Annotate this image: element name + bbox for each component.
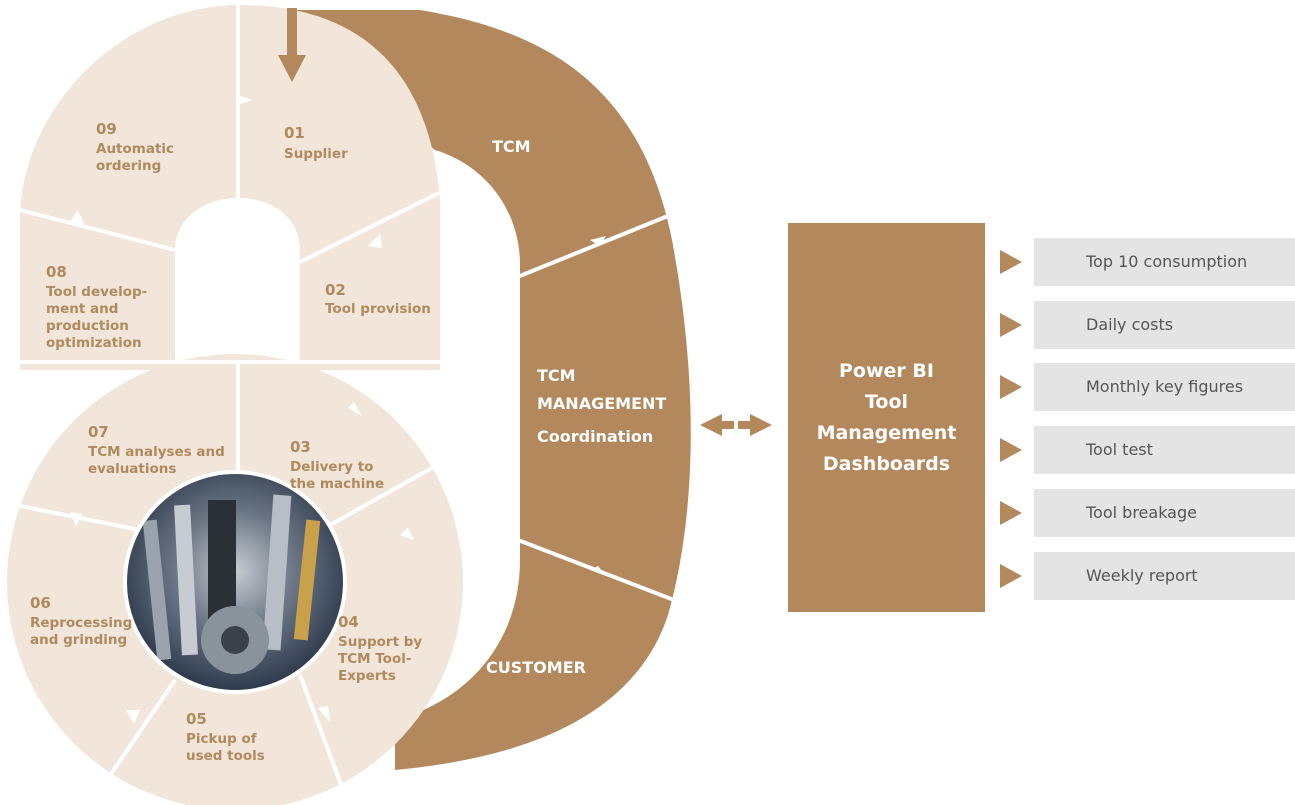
segment-08-label-line1: Tool develop-: [46, 284, 147, 300]
triangle-bullet-icon: [1000, 250, 1022, 274]
segment-01-label: Supplier: [284, 146, 348, 162]
powerbi-title-line4: Dashboards: [822, 452, 951, 475]
outer-label-management-line3: Coordination: [537, 427, 653, 446]
outer-track: [240, 10, 691, 770]
dashboard-label: Top 10 consumption: [1034, 238, 1295, 286]
entry-arrow-shaft: [287, 8, 297, 60]
flow-arrow: [400, 528, 414, 540]
segment-05-number: 05: [186, 710, 207, 728]
segment-07-label-line1: TCM analyses and: [88, 444, 225, 460]
inner-divider: [298, 674, 347, 796]
dashboard-item-monthly-key-figures: Monthly key figures: [1000, 363, 1295, 411]
segment-08-label-line2: ment and: [46, 301, 118, 317]
entry-arrow-head: [278, 55, 306, 82]
segment-08-label-line3: production: [46, 318, 129, 334]
inner-divider: [299, 188, 446, 264]
segment-07-label-line2: evaluations: [88, 461, 176, 477]
inner-divider: [329, 453, 456, 527]
segment-08-number: 08: [46, 263, 67, 281]
dashboard-label: Weekly report: [1034, 552, 1295, 600]
flow-arrow: [318, 706, 330, 722]
center-tool-photo: [123, 470, 347, 694]
outer-label-management-line2: MANAGEMENT: [537, 394, 666, 413]
segment-06-label-line2: and grinding: [30, 632, 127, 648]
flow-arrow: [238, 95, 252, 105]
segment-06-number: 06: [30, 594, 51, 612]
segment-04-number: 04: [338, 613, 359, 631]
inner-divider: [19, 208, 176, 252]
outer-flow-arrow: [590, 566, 606, 576]
segment-07-number: 07: [88, 423, 109, 441]
outer-divider: [509, 203, 696, 282]
segment-04-label-line2: TCM Tool-: [338, 651, 411, 667]
outer-label-management-line1: TCM: [537, 366, 576, 385]
dashboard-label: Tool test: [1034, 426, 1295, 474]
powerbi-title-line2: Tool: [864, 390, 909, 413]
flow-arrow: [368, 234, 382, 248]
inner-divider: [98, 678, 177, 792]
dashboard-label: Tool breakage: [1034, 489, 1295, 537]
segment-09-number: 09: [96, 120, 117, 138]
segment-05-label-line1: Pickup of: [186, 731, 257, 747]
segment-03-label-line2: the machine: [290, 476, 384, 492]
outer-label-tcm: TCM: [492, 137, 531, 156]
segment-04-label-line3: Experts: [338, 668, 396, 684]
segment-03-label-line1: Delivery to: [290, 459, 373, 475]
triangle-bullet-icon: [1000, 438, 1022, 462]
segment-02-label: Tool provision: [325, 301, 431, 317]
flow-arrow: [348, 402, 362, 416]
dashboard-item-tool-breakage: Tool breakage: [1000, 489, 1295, 537]
segment-02-number: 02: [325, 281, 346, 299]
dashboard-item-tool-test: Tool test: [1000, 426, 1295, 474]
flow-arrow: [90, 372, 106, 386]
outer-label-customer: CUSTOMER: [486, 658, 586, 677]
triangle-bullet-icon: [1000, 375, 1022, 399]
triangle-bullet-icon: [1000, 501, 1022, 525]
powerbi-title-line3: Management: [816, 421, 957, 444]
dashboard-item-top10: Top 10 consumption: [1000, 238, 1295, 286]
flow-arrow: [126, 710, 140, 724]
segment-08-label-line4: optimization: [46, 335, 142, 351]
outer-flow-arrow: [590, 236, 606, 246]
outer-divider: [517, 538, 701, 612]
segment-03-number: 03: [290, 438, 311, 456]
dashboard-label: Monthly key figures: [1034, 363, 1295, 411]
powerbi-title-line1: Power BI: [839, 359, 934, 382]
dashboard-label: Daily costs: [1034, 301, 1295, 349]
segment-01-number: 01: [284, 124, 305, 142]
segment-04-label-line1: Support by: [338, 634, 422, 650]
double-arrow-icon: [700, 414, 772, 436]
segment-09-label-line2: ordering: [96, 158, 161, 174]
segment-09-label-line1: Automatic: [96, 141, 174, 157]
inner-track-upper: [20, 5, 440, 370]
triangle-bullet-icon: [1000, 564, 1022, 588]
dashboard-item-daily-costs: Daily costs: [1000, 301, 1295, 349]
flow-arrow: [70, 512, 82, 526]
triangle-bullet-icon: [1000, 313, 1022, 337]
powerbi-dashboards-box: Power BI Tool Management Dashboards: [788, 223, 985, 612]
flow-arrow: [70, 210, 84, 224]
segment-06-label-line1: Reprocessing: [30, 615, 132, 631]
segment-05-label-line2: used tools: [186, 748, 265, 764]
dashboard-item-weekly-report: Weekly report: [1000, 552, 1295, 600]
